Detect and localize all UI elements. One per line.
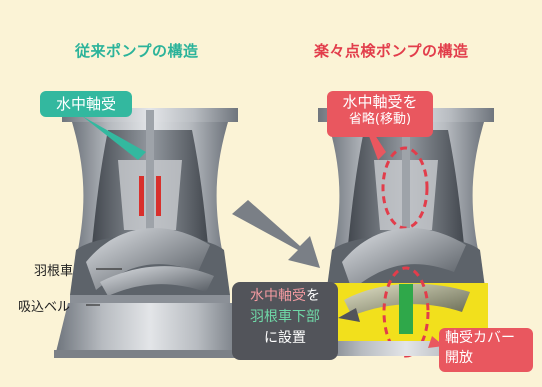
bearing-omitted-callout: 水中軸受を 省略(移動) <box>327 91 433 137</box>
impeller-label: 羽根車 <box>34 264 74 279</box>
easy-inspection-pump-title: 楽々点検ポンプの構造 <box>314 42 469 60</box>
bearing-installed-term: 水中軸受 <box>250 288 306 304</box>
bearing-installed-location: 羽根車下部 <box>250 309 320 325</box>
omitted-bearing-marker <box>381 146 429 230</box>
bearing-red-right <box>156 176 161 216</box>
bearing-installed-line1: 水中軸受を <box>232 286 338 307</box>
transition-arrow-icon <box>232 200 320 268</box>
bearing-omitted-line2: 省略(移動) <box>348 111 412 127</box>
bearing-installed-action: に設置 <box>264 330 306 346</box>
bearing-installed-callout: 水中軸受を 羽根車下部 に設置 <box>232 282 338 360</box>
bearing-cover-open-callout: 軸受カバー 開放 <box>439 328 533 372</box>
underwater-bearing-callout: 水中軸受 <box>40 91 132 117</box>
bearing-cover-line1: 軸受カバー <box>445 330 515 346</box>
bearing-cover-line2: 開放 <box>445 349 473 366</box>
bearing-red-left <box>139 176 144 216</box>
bearing-omitted-line1: 水中軸受を <box>342 93 418 111</box>
conventional-pump-title: 従来ポンプの構造 <box>75 42 199 60</box>
suction-bell-label: 吸込ベル <box>18 300 71 315</box>
conventional-pump <box>54 108 246 358</box>
bearing-green <box>399 284 413 334</box>
easy-inspection-pump <box>318 108 494 358</box>
bearing-installed-particle: を <box>306 288 320 304</box>
